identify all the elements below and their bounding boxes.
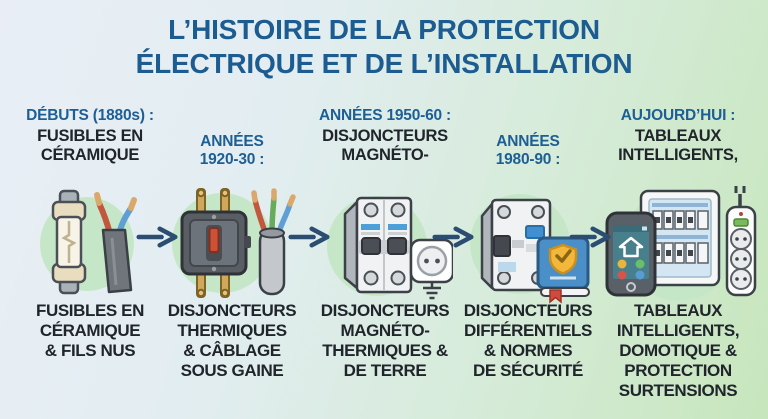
bare-wires-cable-icon — [94, 192, 137, 294]
differential-breaker-icon — [480, 198, 552, 292]
caption-label: FUSIBLES EN CÉRAMIQUE & FILS NUS — [35, 301, 144, 361]
timeline-column-today: AUJOURD’HUI : TABLEAUX INTELLIGENTS, — [594, 0, 762, 419]
poster-title: L’HISTOIRE DE LA PROTECTION ÉLECTRIQUE E… — [135, 14, 633, 79]
ground-symbol-icon — [423, 282, 441, 300]
ceramic-fuse-and-bare-wires-icon — [40, 189, 137, 295]
arrow-right-icon — [136, 226, 178, 248]
smartphone-home-app-icon — [605, 211, 657, 297]
knife-switch-and-sheathed-cable-icon — [172, 188, 296, 298]
timeline-column-1920-30: ANNÉES 1920-30 : — [158, 0, 306, 419]
arrow-right-icon — [432, 226, 474, 248]
timeline-column-1880s: DÉBUTS (1880s) : FUSIBLES EN CÉRAMIQUE — [6, 0, 174, 419]
arrow-right-icon — [288, 226, 330, 248]
timeline-column-1950-60: ANNÉES 1950-60 : DISJONCTEURS MAGNÉTO- — [307, 0, 463, 419]
bookmark-ribbon-icon — [549, 289, 562, 304]
caption-label: DISJONCTEURS DIFFÉRENTIELS & NORMES DE S… — [463, 301, 593, 381]
caption-label: TABLEAUX INTELLIGENTS, DOMOTIQUE & PROTE… — [616, 301, 740, 401]
era-label: DÉBUTS (1880s) : — [26, 107, 154, 124]
sheathed-cable-icon — [251, 188, 296, 296]
caption-label: DISJONCTEURS THERMIQUES & CÂBLAGE SOUS G… — [167, 301, 297, 381]
era-label: AUJOURD’HUI : — [620, 107, 736, 124]
ceramic-fuse-icon — [51, 189, 87, 295]
era-label: ANNÉES 1980-90 : — [495, 133, 561, 168]
era-label: ANNÉES 1920-30 : — [199, 133, 265, 168]
caption-label: DISJONCTEURS MAGNÉTO- THERMIQUES & DE TE… — [320, 301, 450, 381]
house-icon — [618, 236, 644, 258]
smart-panel-phone-and-surge-strip-icon — [605, 186, 757, 301]
smart-panel-icon — [639, 189, 721, 287]
differential-breaker-and-safety-standards-book-icon — [470, 194, 590, 304]
timeline-column-1980-90: ANNÉES 1980-90 : — [452, 0, 604, 419]
era-label: ANNÉES 1950-60 : — [318, 107, 452, 124]
surge-protector-strip-icon — [725, 186, 757, 297]
safety-standards-book-icon — [536, 236, 590, 304]
earthed-socket-icon — [409, 238, 453, 300]
headline-label: DISJONCTEURS MAGNÉTO- — [322, 126, 448, 164]
headline-label: TABLEAUX INTELLIGENTS, — [618, 126, 738, 164]
knife-switch-icon — [180, 188, 251, 298]
circuit-breaker-icon — [343, 196, 413, 294]
magneto-thermal-breaker-and-earthed-socket-icon — [327, 196, 453, 300]
headline-label: FUSIBLES EN CÉRAMIQUE — [37, 126, 143, 164]
arrow-right-icon — [569, 226, 611, 248]
